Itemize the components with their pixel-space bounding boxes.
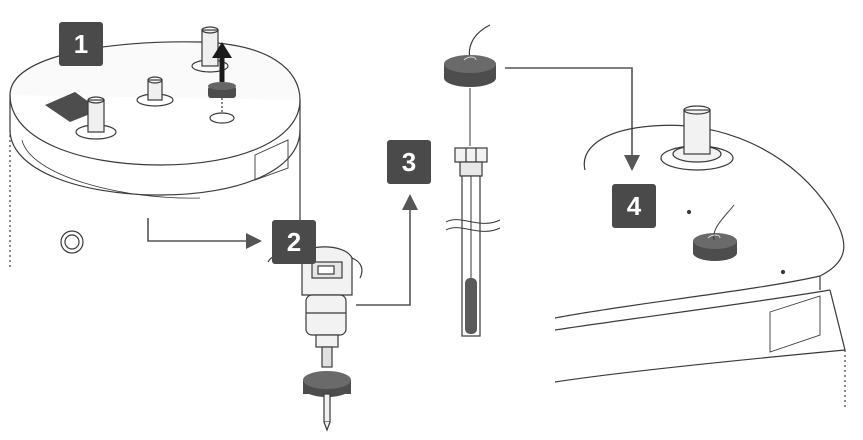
step-badge-4: 4 [612, 184, 656, 228]
lift-arrow [212, 42, 232, 82]
step-badge-3: 3 [387, 140, 431, 184]
flow-arrows [147, 67, 640, 306]
tank-left [9, 26, 301, 268]
sensor-probe [444, 24, 501, 337]
drill [267, 245, 363, 432]
step-badge-1: 1 [59, 22, 103, 66]
step-badge-2: 2 [272, 220, 316, 264]
tank-right [554, 105, 846, 410]
